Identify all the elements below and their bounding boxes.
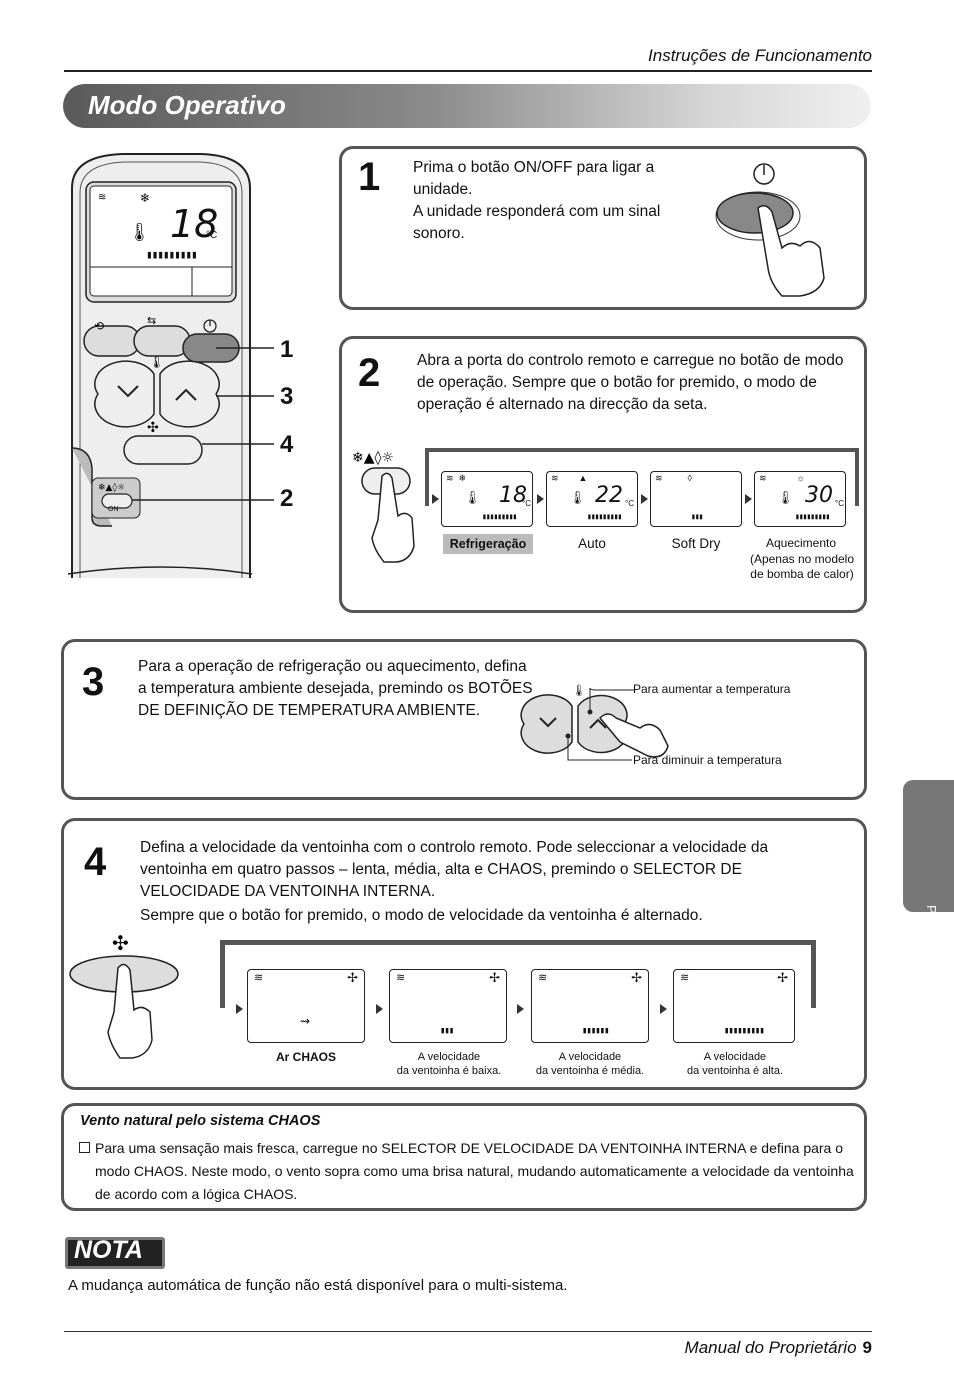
label-temp-down: Para diminuir a temperatura (633, 753, 782, 767)
page-title: Modo Operativo (88, 90, 286, 120)
step1-number: 1 (358, 155, 381, 199)
nota-label: NOTA (74, 1236, 143, 1264)
fan-arrow (660, 1004, 667, 1014)
callout-3: 3 (280, 383, 294, 410)
mode-arrow (537, 494, 544, 504)
page-number: 9 (862, 1338, 872, 1357)
running-header: Instruções de Funcionamento (648, 46, 872, 65)
chaos-box (61, 1103, 867, 1211)
header-rule (64, 70, 872, 72)
label-temp-up: Para aumentar a temperatura (633, 682, 791, 696)
fan-arrow (517, 1004, 524, 1014)
fan-lcd-medium: ≋ ✢ ▮▮▮▮▮▮ (531, 969, 649, 1043)
step2-text: Abra a porta do controlo remoto e carreg… (417, 352, 844, 413)
svg-text:≋: ≋ (98, 192, 106, 203)
callout-1: 1 (280, 336, 294, 363)
mode-lcd-heat: ≋ ☼ 🌡 30 °C ▮▮▮▮▮▮▮▮▮ (754, 471, 846, 527)
fan-lcd-low: ≋ ✢ ▮▮▮ (389, 969, 507, 1043)
fan-label-medium: A velocidade da ventoinha é média. (535, 1051, 645, 1077)
fan-cycle-frame (220, 940, 816, 1008)
mode-button-illustration: ❄▲◊☼ (352, 446, 432, 566)
svg-text:❄▲◊☼: ❄▲◊☼ (352, 450, 394, 466)
step3-text: Para a operação de refrigeração ou aquec… (138, 658, 533, 719)
svg-text:⇆: ⇆ (147, 314, 156, 327)
step3-box (61, 639, 867, 800)
remote-lcd-bars: ▮▮▮▮▮▮▮▮▮ (146, 248, 198, 261)
footer-title: Manual do Proprietário (684, 1338, 857, 1357)
step4-box (61, 818, 867, 1090)
onoff-press-illustration (710, 158, 840, 298)
nota-badge (65, 1237, 165, 1269)
remote-lcd-unit: °C (206, 230, 218, 241)
mode-label-heat-note: (Apenas no modelo de bomba de calor) (749, 552, 855, 581)
step4-number: 4 (84, 840, 107, 884)
mode-label-heat: Aquecimento (765, 536, 837, 550)
remote-door-label: ON (108, 506, 119, 513)
callout-4: 4 (280, 431, 294, 458)
mode-label-auto: Auto (578, 536, 606, 551)
mode-lcd-dry: ≋ ◊ ▮▮▮ (650, 471, 742, 527)
svg-text:⟲: ⟲ (94, 319, 104, 333)
title-bar (63, 84, 871, 128)
svg-text:🌡: 🌡 (149, 355, 164, 369)
mode-cycle-frame (425, 448, 859, 506)
footer: Manual do Proprietário 9 (685, 1338, 872, 1358)
remote-lcd-temp: 18 (170, 202, 219, 246)
svg-text:🌡: 🌡 (128, 222, 151, 243)
svg-text:🌡: 🌡 (572, 684, 586, 697)
fan-arrow (376, 1004, 383, 1014)
callout-2: 2 (280, 485, 294, 512)
fan-label-chaos: Ar CHAOS (275, 1050, 336, 1064)
fan-lcd-chaos: ≋ ✢ ⇝ (247, 969, 365, 1043)
footer-rule (64, 1331, 872, 1332)
svg-text:✣: ✣ (147, 420, 159, 436)
chaos-text: Para uma sensação mais fresca, carregue … (95, 1140, 854, 1202)
temp-buttons-illustration: 🌡 (520, 680, 680, 772)
fan-lcd-high: ≋ ✢ ▮▮▮▮▮▮▮▮▮ (673, 969, 795, 1043)
mode-arrow (745, 494, 752, 504)
checkbox-bullet-icon (79, 1142, 90, 1153)
step4-text-1: Defina a velocidade da ventoinha com o c… (140, 839, 769, 900)
fan-button-illustration: ✣ (68, 928, 188, 1062)
language-tab (903, 780, 954, 912)
svg-text:✣: ✣ (112, 931, 129, 955)
mode-arrow (432, 494, 439, 504)
fan-label-low: A velocidade da ventoinha é baixa. (396, 1051, 502, 1077)
step1-text: Prima o botão ON/OFF para ligar a unidad… (413, 159, 661, 242)
mode-arrow (641, 494, 648, 504)
mode-lcd-auto: ≋ ▲ 🌡 22 °C ▮▮▮▮▮▮▮▮▮ (546, 471, 638, 527)
step3-number: 3 (82, 660, 105, 704)
chaos-title: Vento natural pelo sistema CHAOS (80, 1113, 321, 1129)
nota-text: A mudança automática de função não está … (68, 1277, 568, 1294)
remote-illustration: 🌡 ≋ ❄ ⟲ ⇆ 🌡 ✣ ❄▲◊☼ 18 °C ▮▮▮▮▮▮▮▮▮ ON 1 … (62, 148, 320, 588)
mode-label-dry: Soft Dry (671, 536, 721, 551)
mode-lcd-cool: ≋ ❄ 🌡 18 °C ▮▮▮▮▮▮▮▮▮ (441, 471, 533, 527)
step4-text-2: Sempre que o botão for premido, o modo d… (140, 907, 703, 924)
fan-arrow (236, 1004, 243, 1014)
svg-text:❄: ❄ (140, 191, 150, 205)
step2-number: 2 (358, 351, 381, 395)
fan-label-high: A velocidade da ventoinha é alta. (686, 1051, 784, 1077)
svg-text:❄▲◊☼: ❄▲◊☼ (98, 482, 125, 493)
mode-label-cool: Refrigeração (443, 534, 533, 554)
